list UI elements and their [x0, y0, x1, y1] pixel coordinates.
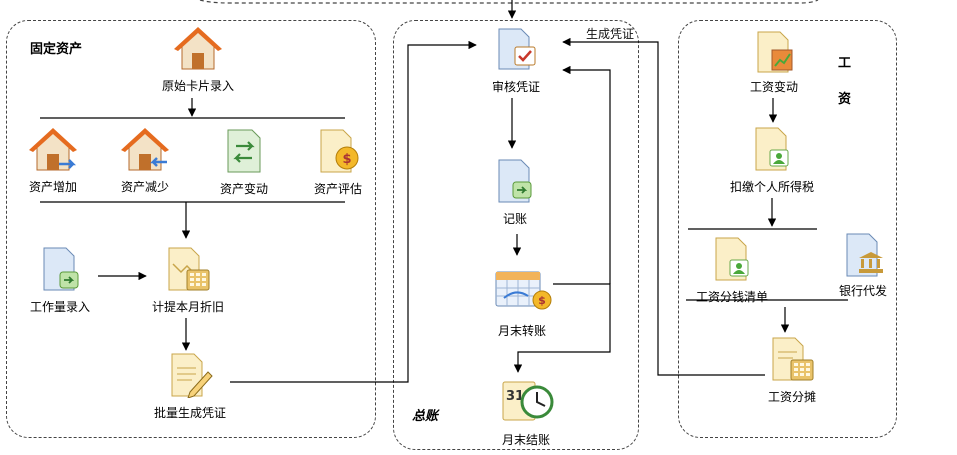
bank-payment-node[interactable]: 银行代发 — [828, 232, 898, 302]
month-end-close-node[interactable]: 31 月末结账 — [486, 378, 566, 448]
document-check-icon — [498, 28, 536, 70]
asset-decrease-label: 资产减少 — [120, 180, 170, 194]
generate-voucher-label: 生成凭证 — [586, 27, 635, 41]
asset-increase-node[interactable]: 资产增加 — [18, 126, 88, 196]
accrue-depreciation-label: 计提本月折旧 — [151, 300, 225, 314]
accrue-depreciation-node[interactable]: 计提本月折旧 — [140, 246, 236, 316]
document-bank-icon — [846, 233, 883, 277]
document-person-icon — [755, 127, 789, 171]
asset-change-node[interactable]: 资产变动 — [206, 128, 282, 198]
document-swap-icon — [227, 129, 261, 173]
document-person-icon — [715, 237, 749, 281]
asset-valuation-node[interactable]: $ 资产评估 — [300, 128, 376, 198]
document-calculator-icon — [168, 247, 210, 291]
salary-denomination-list-node[interactable]: 工资分钱清单 — [684, 236, 780, 306]
house-remove-icon — [121, 128, 169, 171]
asset-increase-label: 资产增加 — [28, 180, 78, 194]
asset-decrease-node[interactable]: 资产减少 — [110, 126, 180, 196]
document-chart-icon — [757, 31, 793, 73]
salary-change-label: 工资变动 — [749, 80, 799, 94]
general-ledger-panel — [393, 20, 639, 450]
withhold-income-tax-label: 扣缴个人所得税 — [729, 180, 815, 194]
audit-voucher-label: 审核凭证 — [491, 80, 541, 94]
svg-text:$: $ — [342, 152, 351, 167]
salary-allocation-node[interactable]: 工资分摊 — [752, 336, 832, 406]
workload-entry-label: 工作量录入 — [29, 300, 91, 314]
workload-entry-node[interactable]: 工作量录入 — [22, 246, 98, 316]
original-card-entry-label: 原始卡片录入 — [161, 79, 235, 93]
document-money-icon: $ — [320, 129, 359, 173]
post-node[interactable]: 记账 — [480, 158, 550, 228]
batch-generate-voucher-node[interactable]: 批量生成凭证 — [140, 352, 240, 422]
calendar-date-text: 31 — [506, 389, 524, 404]
house-add-icon — [29, 128, 77, 171]
payroll-title-char1: 工 — [838, 56, 852, 71]
asset-valuation-label: 资产评估 — [313, 182, 363, 196]
bank-payment-label: 银行代发 — [838, 284, 888, 298]
document-edit-icon — [171, 353, 213, 398]
month-end-transfer-label: 月末转账 — [497, 324, 547, 338]
asset-change-label: 资产变动 — [219, 182, 269, 196]
post-label: 记账 — [502, 212, 528, 226]
fixed-assets-panel — [6, 20, 376, 438]
calendar-clock-icon: 31 — [502, 381, 554, 421]
document-calculator-icon — [772, 337, 814, 381]
payroll-title-char2: 资 — [838, 92, 852, 107]
salary-change-node[interactable]: 工资变动 — [738, 30, 810, 96]
general-ledger-title: 总账 — [412, 409, 439, 424]
month-end-close-label: 月末结账 — [501, 433, 551, 447]
salary-allocation-label: 工资分摊 — [767, 390, 817, 404]
house-icon — [174, 27, 222, 70]
salary-denomination-list-label: 工资分钱清单 — [695, 290, 769, 304]
withhold-income-tax-node[interactable]: 扣缴个人所得税 — [720, 126, 824, 196]
document-refresh-icon — [43, 247, 79, 291]
batch-generate-voucher-label: 批量生成凭证 — [153, 406, 227, 420]
document-post-icon — [498, 159, 532, 203]
audit-voucher-node[interactable]: 审核凭证 — [476, 27, 556, 97]
month-end-transfer-node[interactable]: $ 月末转账 — [482, 268, 562, 338]
svg-text:$: $ — [538, 294, 546, 307]
payroll-panel — [678, 20, 897, 438]
fixed-assets-title: 固定资产 — [30, 42, 83, 57]
original-card-entry-node[interactable]: 原始卡片录入 — [150, 25, 246, 95]
calendar-money-icon: $ — [495, 271, 552, 310]
